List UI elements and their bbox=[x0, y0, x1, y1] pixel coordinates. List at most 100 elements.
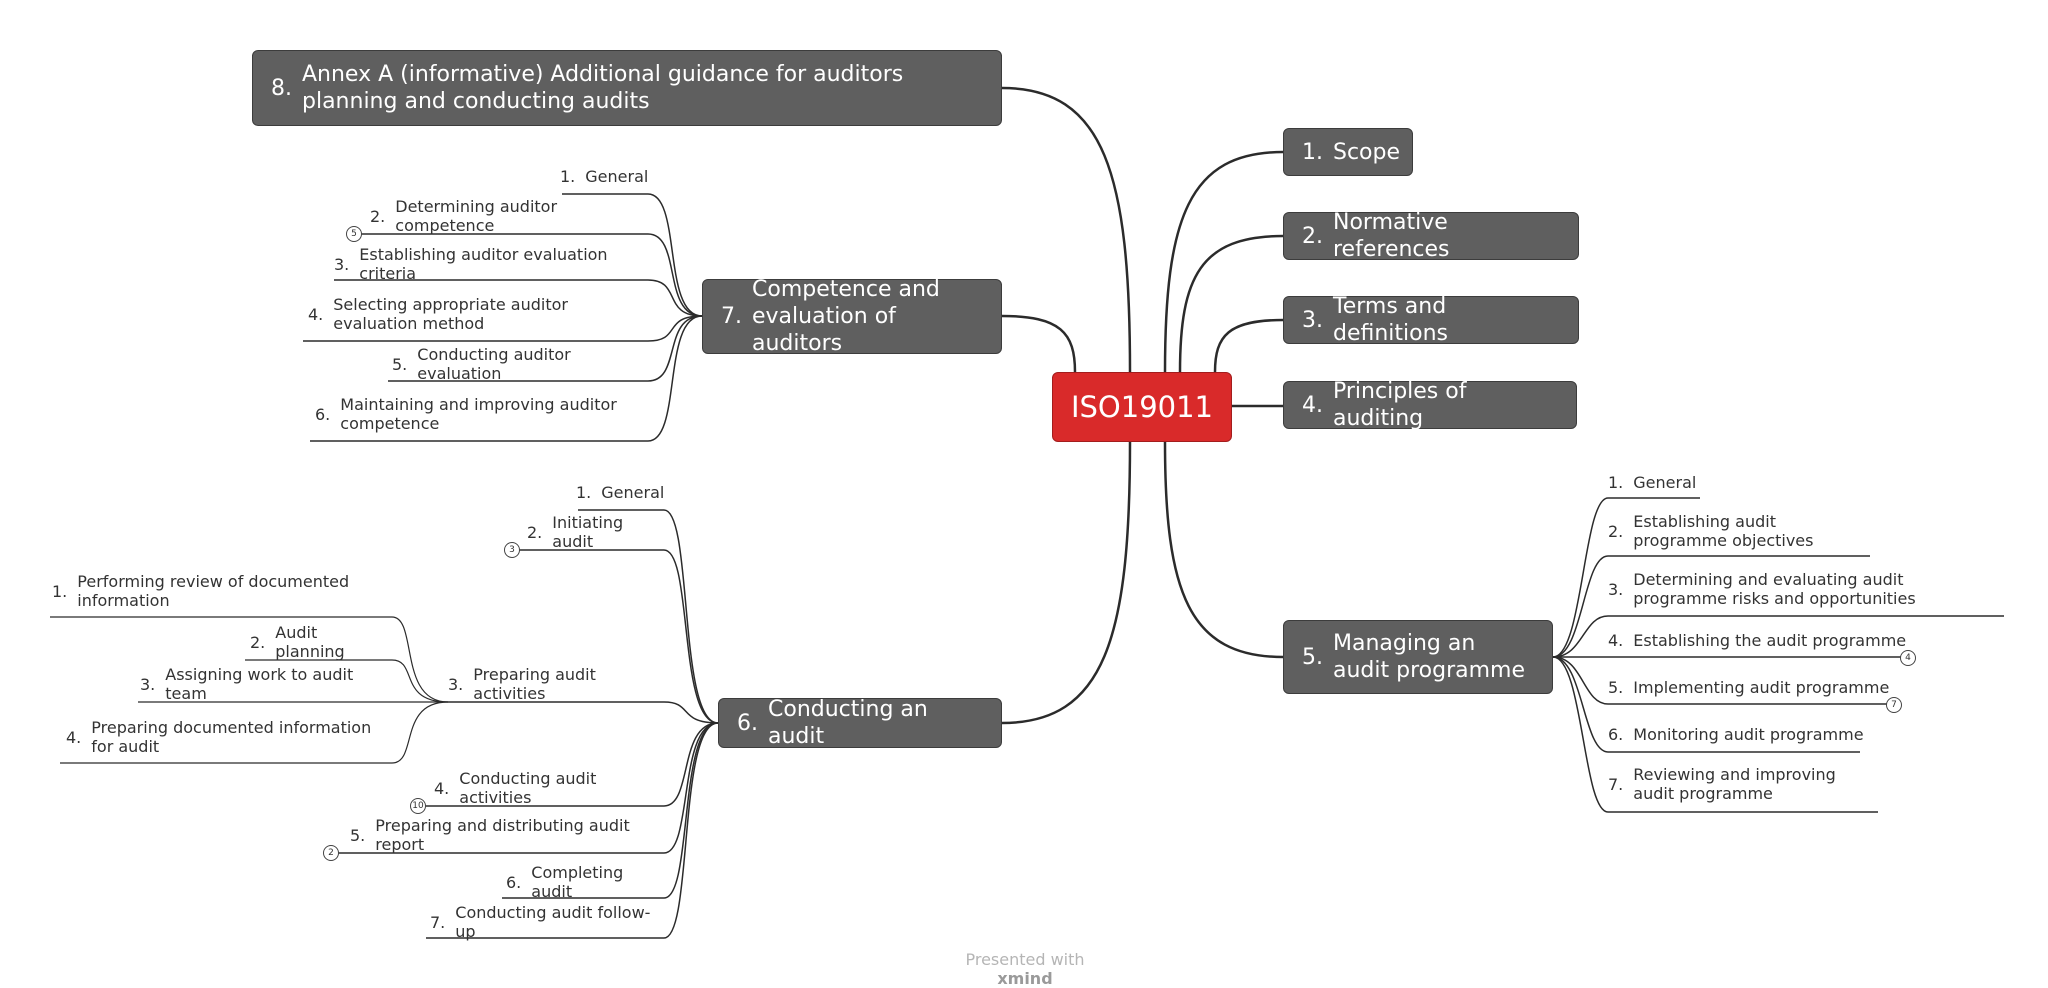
topic-label: Managing an audit programme bbox=[1333, 631, 1525, 683]
topic-annex-a[interactable]: 8. Annex A (informative) Additional guid… bbox=[252, 50, 1002, 126]
topic-number: 5. bbox=[1302, 644, 1323, 670]
topic-scope[interactable]: 1. Scope bbox=[1283, 128, 1413, 176]
topic-label: Conducting an audit bbox=[768, 697, 928, 749]
subtopic-5-7[interactable]: 7.Reviewing and improving audit programm… bbox=[1608, 763, 1868, 805]
connector bbox=[1163, 150, 1284, 373]
connector bbox=[1552, 497, 1700, 658]
subtopic-number: 1. bbox=[576, 482, 592, 502]
connector bbox=[310, 315, 703, 442]
subtopic-number: 2. bbox=[250, 632, 266, 652]
subtopic-label: Establishing audit programme objectives bbox=[1633, 512, 1814, 550]
connector bbox=[1552, 656, 1860, 753]
subtopic-label: Conducting audit activities bbox=[459, 769, 597, 807]
subtopic-label: Determining auditor competence bbox=[395, 197, 558, 235]
subtopic-7-1[interactable]: 1.General bbox=[560, 164, 648, 188]
subtopic-6-1[interactable]: 1. General bbox=[576, 480, 664, 504]
footer-prefix: Presented with bbox=[965, 950, 1085, 969]
subtopic-label: Conducting audit follow-up bbox=[455, 903, 651, 941]
xmind-logo-text: xmind bbox=[997, 969, 1053, 988]
subtopic-6-3-1[interactable]: 1.Performing review of documented inform… bbox=[52, 570, 372, 612]
marker-badge: 4 bbox=[1900, 650, 1916, 666]
topic-number: 7. bbox=[721, 304, 742, 329]
topic-managing-audit-programme[interactable]: 5. Managing an audit programme bbox=[1283, 620, 1553, 694]
subtopic-label: Selecting appropriate auditor evaluation… bbox=[333, 295, 568, 333]
subtopic-label: Preparing and distributing audit report bbox=[375, 816, 630, 854]
topic-normative-references[interactable]: 2. Normative references bbox=[1283, 210, 1579, 262]
subtopic-6-2[interactable]: 2.Initiating audit bbox=[527, 513, 664, 551]
subtopic-5-3[interactable]: 3. Determining and evaluating audit progr… bbox=[1608, 568, 1988, 610]
subtopic-label: Conducting auditor evaluation bbox=[417, 345, 571, 383]
subtopic-number: 7. bbox=[430, 912, 446, 932]
subtopic-label: Maintaining and improving auditor compet… bbox=[340, 395, 617, 433]
subtopic-6-5[interactable]: 5.Preparing and distributing audit repor… bbox=[350, 816, 664, 854]
subtopic-label: Determining and evaluating audit program… bbox=[1633, 570, 1916, 608]
marker-badge: 2 bbox=[323, 845, 339, 861]
subtopic-7-2[interactable]: 2.Determining auditor competence bbox=[370, 197, 648, 235]
subtopic-label: Preparing audit activities bbox=[473, 665, 596, 703]
connector bbox=[388, 315, 703, 382]
marker-badge: 3 bbox=[504, 542, 520, 558]
subtopic-number: 4. bbox=[66, 727, 82, 747]
topic-number: 2. bbox=[1302, 223, 1323, 249]
connector bbox=[426, 722, 719, 939]
subtopic-label: General bbox=[601, 482, 665, 502]
topic-number: 4. bbox=[1302, 392, 1323, 418]
root-label: ISO19011 bbox=[1070, 390, 1214, 424]
subtopic-6-3-4[interactable]: 4. Preparing documented information for a… bbox=[66, 716, 396, 758]
subtopic-label: Establishing the audit programme bbox=[1633, 630, 1907, 650]
topic-principles-of-auditing[interactable]: 4. Principles of auditing bbox=[1283, 379, 1577, 431]
subtopic-7-5[interactable]: 5. Conducting auditor evaluation bbox=[392, 345, 648, 383]
topic-label: Normative references bbox=[1333, 210, 1450, 262]
topic-competence-evaluation-auditors[interactable]: 7. Competence and evaluation of auditors bbox=[702, 277, 1002, 356]
subtopic-number: 5. bbox=[392, 354, 408, 374]
subtopic-6-7[interactable]: 7. Conducting audit follow-up bbox=[430, 903, 664, 941]
marker-badge: 10 bbox=[410, 798, 426, 814]
subtopic-7-3[interactable]: 3. Establishing auditor evaluation criter… bbox=[334, 245, 648, 283]
topic-label: Competence and evaluation of auditors bbox=[752, 277, 940, 356]
subtopic-label: Implementing audit programme bbox=[1633, 677, 1890, 697]
topic-label: Annex A (informative) Additional guidanc… bbox=[302, 62, 904, 114]
connector bbox=[50, 616, 449, 703]
subtopic-5-2[interactable]: 2.Establishing audit programme objective… bbox=[1608, 510, 1868, 552]
connector bbox=[1213, 318, 1284, 373]
connector bbox=[1001, 441, 1132, 725]
topic-number: 6. bbox=[737, 710, 758, 736]
topic-number: 3. bbox=[1302, 307, 1323, 333]
topic-conducting-an-audit[interactable]: 6. Conducting an audit bbox=[718, 697, 1002, 749]
subtopic-number: 6. bbox=[315, 404, 331, 424]
marker-badge: 5 bbox=[346, 226, 362, 242]
subtopic-7-6[interactable]: 6. Maintaining and improving auditor comp… bbox=[315, 393, 648, 435]
subtopic-label: Preparing documented information for aud… bbox=[91, 718, 372, 756]
connector bbox=[510, 549, 719, 724]
connector bbox=[60, 701, 449, 764]
subtopic-number: 3. bbox=[334, 254, 350, 274]
subtopic-label: Completing audit bbox=[531, 863, 624, 901]
subtopic-6-4[interactable]: 4.Conducting audit activities bbox=[434, 769, 664, 807]
subtopic-6-6[interactable]: 6.Completing audit bbox=[506, 863, 664, 901]
subtopic-label: Assigning work to audit team bbox=[165, 665, 354, 703]
connector bbox=[1552, 656, 1878, 813]
root-topic[interactable]: ISO19011 bbox=[1052, 372, 1232, 442]
marker-badge: 7 bbox=[1886, 697, 1902, 713]
connector bbox=[1552, 555, 1870, 658]
subtopic-label: Audit planning bbox=[275, 623, 345, 661]
subtopic-7-4[interactable]: 4. Selecting appropriate auditor evaluati… bbox=[308, 293, 648, 335]
subtopic-5-5[interactable]: 5.Implementing audit programme bbox=[1608, 675, 1898, 699]
footer-credit: Presented with xmind bbox=[940, 950, 1110, 988]
topic-terms-and-definitions[interactable]: 3. Terms and definitions bbox=[1283, 294, 1579, 346]
subtopic-number: 3. bbox=[1608, 579, 1624, 599]
connector bbox=[352, 233, 703, 317]
subtopic-5-6[interactable]: 6.Monitoring audit programme bbox=[1608, 722, 1868, 746]
connector bbox=[334, 279, 703, 317]
subtopic-6-3-2[interactable]: 2. Audit planning bbox=[250, 623, 390, 661]
subtopic-6-3-3[interactable]: 3.Assigning work to audit team bbox=[140, 665, 392, 703]
subtopic-number: 4. bbox=[308, 304, 324, 324]
connector bbox=[578, 509, 719, 724]
connector bbox=[448, 701, 719, 724]
subtopic-label: Establishing auditor evaluation criteria bbox=[359, 245, 608, 283]
subtopic-5-4[interactable]: 4.Establishing the audit programme bbox=[1608, 628, 1908, 652]
subtopic-6-3[interactable]: 3.Preparing audit activities bbox=[448, 665, 664, 703]
subtopic-5-1[interactable]: 1.General bbox=[1608, 470, 1696, 494]
connector bbox=[1552, 615, 2004, 658]
